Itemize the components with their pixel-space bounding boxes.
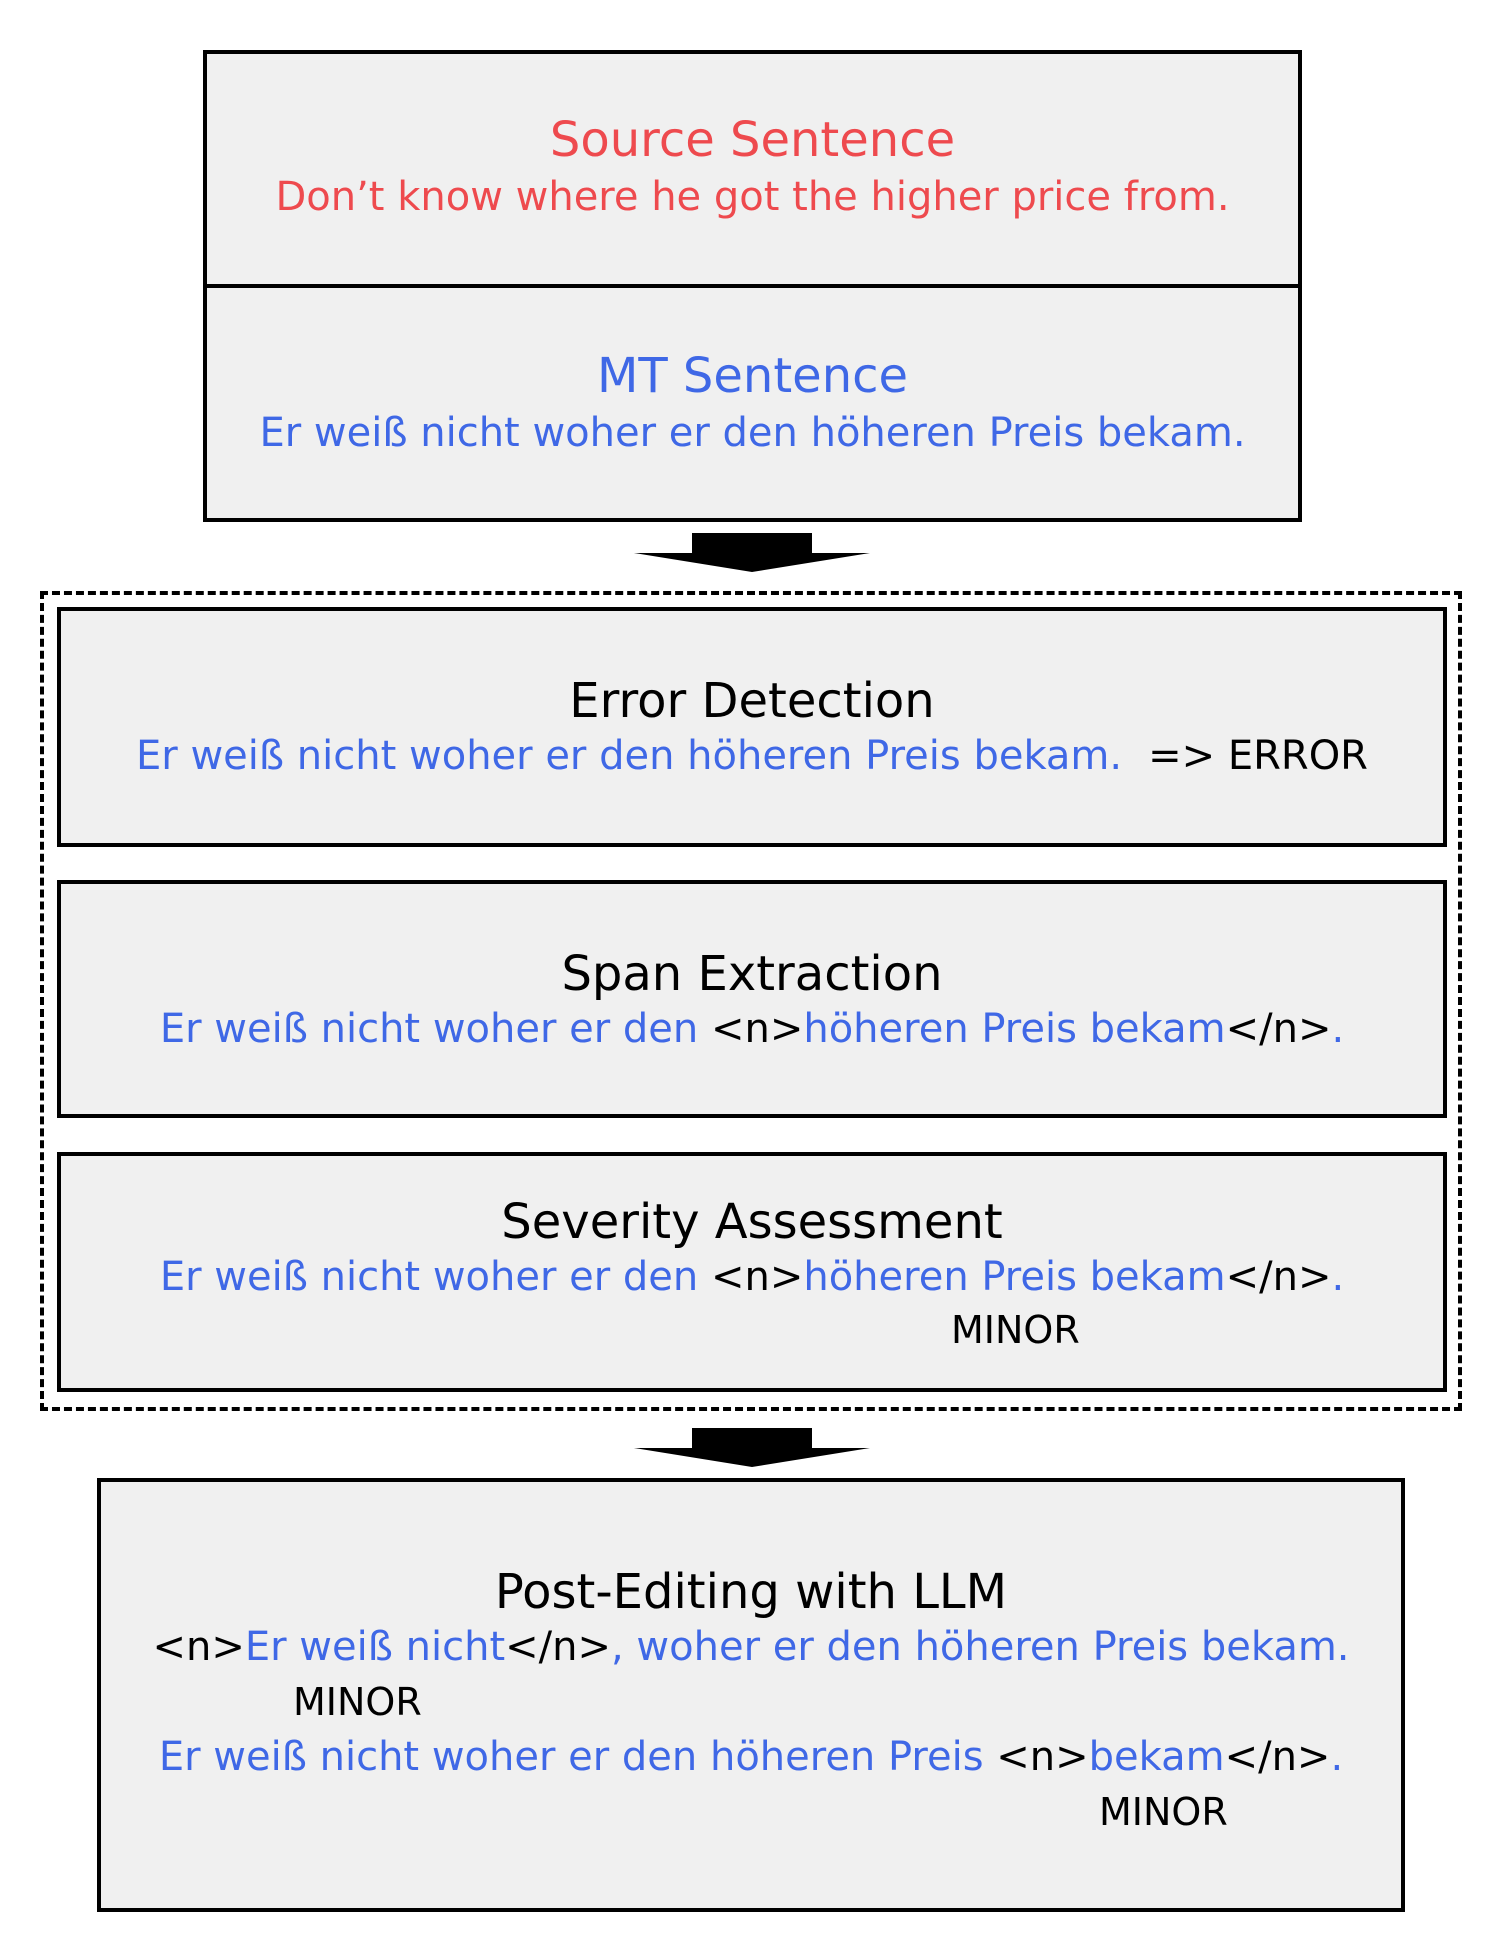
severity-pre: Er weiß nicht woher er den [159, 1254, 711, 1300]
down-arrow-icon [634, 1428, 870, 1467]
severity-assessment-title: Severity Assessment [501, 1194, 1003, 1250]
span-extraction-title: Span Extraction [561, 946, 943, 1002]
mt-text: Er weiß nicht woher er den höheren Preis… [259, 410, 1246, 456]
severity-open-tag: <n> [710, 1254, 804, 1300]
span-extraction-box: Span Extraction Er weiß nicht woher er d… [57, 880, 1447, 1118]
pe2-pre: Er weiß nicht woher er den höheren Preis [158, 1734, 997, 1780]
severity-close-tag: </n> [1225, 1254, 1332, 1300]
pe2-span: bekam [1088, 1734, 1225, 1780]
post-editing-box: Post-Editing with LLM <n>Er weiß nicht</… [97, 1478, 1405, 1912]
span-open-tag: <n> [710, 1006, 804, 1052]
mt-title: MT Sentence [596, 348, 909, 404]
input-box: Source Sentence Don’t know where he got … [203, 50, 1302, 522]
pe1-post: , woher er den höheren Preis bekam. [611, 1624, 1350, 1670]
post-editing-line2: Er weiß nicht woher er den höheren Preis… [101, 1734, 1401, 1780]
down-arrow-icon [634, 533, 870, 572]
error-detection-title: Error Detection [569, 673, 935, 729]
error-detection-result: => ERROR [1148, 733, 1368, 779]
error-detection-text: Er weiß nicht woher er den höheren Preis… [136, 733, 1123, 779]
post-editing-severity2: MINOR [1099, 1790, 1228, 1834]
severity-assessment-line: Er weiß nicht woher er den <n>höheren Pr… [61, 1254, 1443, 1300]
post-editing-title: Post-Editing with LLM [494, 1564, 1008, 1620]
input-divider [207, 284, 1298, 288]
pe1-span: Er weiß nicht [244, 1624, 506, 1670]
pe2-close-tag: </n> [1224, 1734, 1331, 1780]
severity-assessment-box: Severity Assessment Er weiß nicht woher … [57, 1152, 1447, 1392]
span-extraction-pre: Er weiß nicht woher er den [159, 1006, 711, 1052]
severity-post: . [1331, 1254, 1345, 1300]
pipeline-container [40, 591, 1462, 1411]
span-extraction-span: höheren Preis bekam [803, 1006, 1226, 1052]
error-detection-box: Error Detection Er weiß nicht woher er d… [57, 607, 1447, 847]
severity-label: MINOR [951, 1308, 1080, 1352]
post-editing-severity1: MINOR [293, 1680, 422, 1724]
severity-span: höheren Preis bekam [803, 1254, 1226, 1300]
pe1-open-tag: <n> [152, 1624, 245, 1670]
source-title: Source Sentence [549, 112, 956, 168]
pe2-post: . [1330, 1734, 1344, 1780]
post-editing-line1: <n>Er weiß nicht</n>, woher er den höher… [101, 1624, 1401, 1670]
span-close-tag: </n> [1225, 1006, 1332, 1052]
span-extraction-line: Er weiß nicht woher er den <n>höheren Pr… [61, 1006, 1443, 1052]
pe1-close-tag: </n> [505, 1624, 611, 1670]
span-extraction-post: . [1331, 1006, 1345, 1052]
pe2-open-tag: <n> [996, 1734, 1089, 1780]
error-detection-line: Er weiß nicht woher er den höheren Preis… [61, 733, 1443, 779]
source-text: Don’t know where he got the higher price… [275, 174, 1230, 220]
